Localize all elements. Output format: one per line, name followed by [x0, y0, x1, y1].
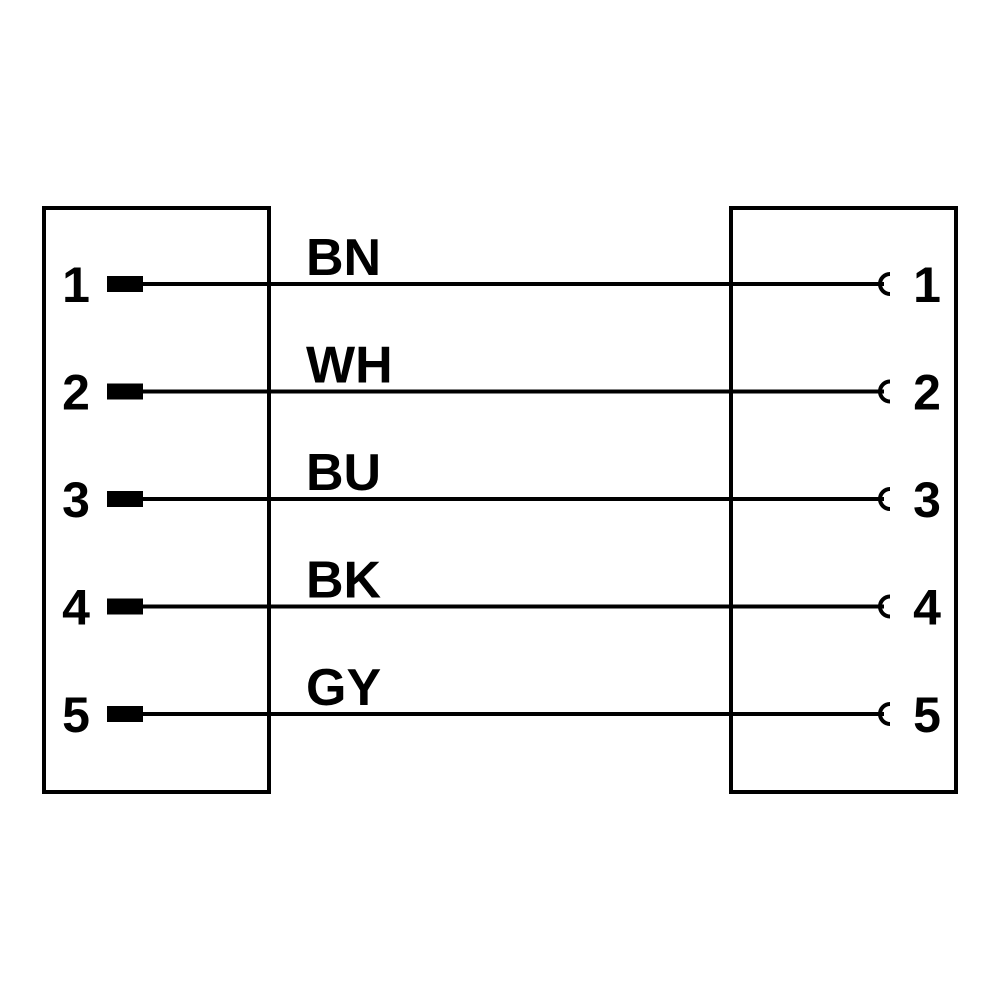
- right-pin-number-3: 3: [913, 472, 941, 528]
- right-pin-number-2: 2: [913, 365, 941, 421]
- right-pin-number-5: 5: [913, 687, 941, 743]
- wires-layer: 1 1 BN 2 2 WH 3 3 BU 4 4 BK 5 5 GY: [62, 229, 941, 743]
- left-pin-number-4: 4: [62, 580, 90, 636]
- female-socket-3-icon: [878, 487, 891, 511]
- left-pin-number-5: 5: [62, 687, 90, 743]
- left-pin-number-1: 1: [62, 257, 90, 313]
- left-pin-number-3: 3: [62, 472, 90, 528]
- female-socket-4-icon: [878, 594, 891, 619]
- female-socket-2-icon: [878, 379, 891, 404]
- wire-color-label-3: BU: [306, 444, 381, 502]
- wire-color-label-4: BK: [306, 552, 382, 610]
- wire-color-label-2: WH: [306, 337, 393, 395]
- wire-color-label-1: BN: [306, 229, 381, 287]
- female-socket-5-icon: [878, 702, 891, 726]
- right-pin-number-1: 1: [913, 257, 941, 313]
- male-pin-1-icon: [107, 276, 143, 292]
- male-pin-4-icon: [107, 598, 143, 615]
- left-pin-number-2: 2: [62, 365, 90, 421]
- male-pin-5-icon: [107, 706, 143, 722]
- male-pin-3-icon: [107, 491, 143, 507]
- male-pin-2-icon: [107, 383, 143, 400]
- right-pin-number-4: 4: [913, 580, 941, 636]
- wire-color-label-5: GY: [306, 659, 381, 717]
- female-socket-1-icon: [878, 272, 891, 296]
